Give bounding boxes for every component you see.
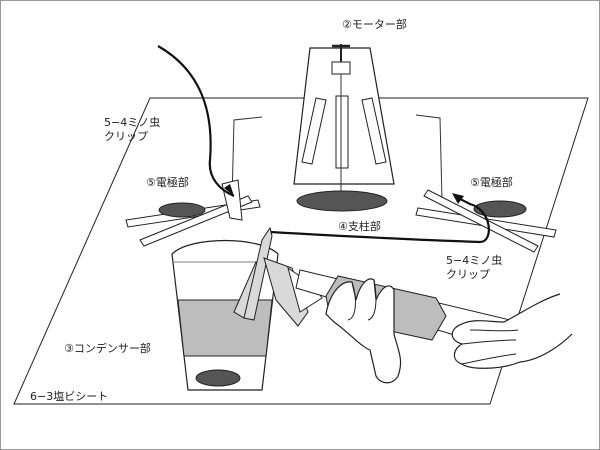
right-rod [415,114,443,201]
label-electrode-left: ⑤電極部 [146,175,189,189]
label-clip-left-line1: 5−4ミノ虫 [104,116,160,129]
left-electrode [125,179,261,247]
label-sheet: 6−3塩ビシート [30,389,108,403]
left-lead-wire [157,45,235,198]
label-clip-right-line1: 5−4ミノ虫 [446,254,502,267]
label-clip-left-line2: クリップ [104,130,148,143]
right-electrode [415,189,557,253]
label-electrode-right: ⑤電極部 [470,175,513,189]
label-motor: ②モーター部 [342,17,407,31]
right-hand [451,293,573,369]
left-arrow-head [224,184,234,196]
left-rod [231,116,263,201]
connecting-wire [269,195,490,244]
motor-part [293,44,395,200]
support-base [296,190,388,212]
label-clip-right-line2: クリップ [446,268,490,281]
right-arrow-head [452,193,464,204]
label-condenser: ③コンデンサー部 [64,341,151,355]
label-support: ④支柱部 [338,219,381,233]
